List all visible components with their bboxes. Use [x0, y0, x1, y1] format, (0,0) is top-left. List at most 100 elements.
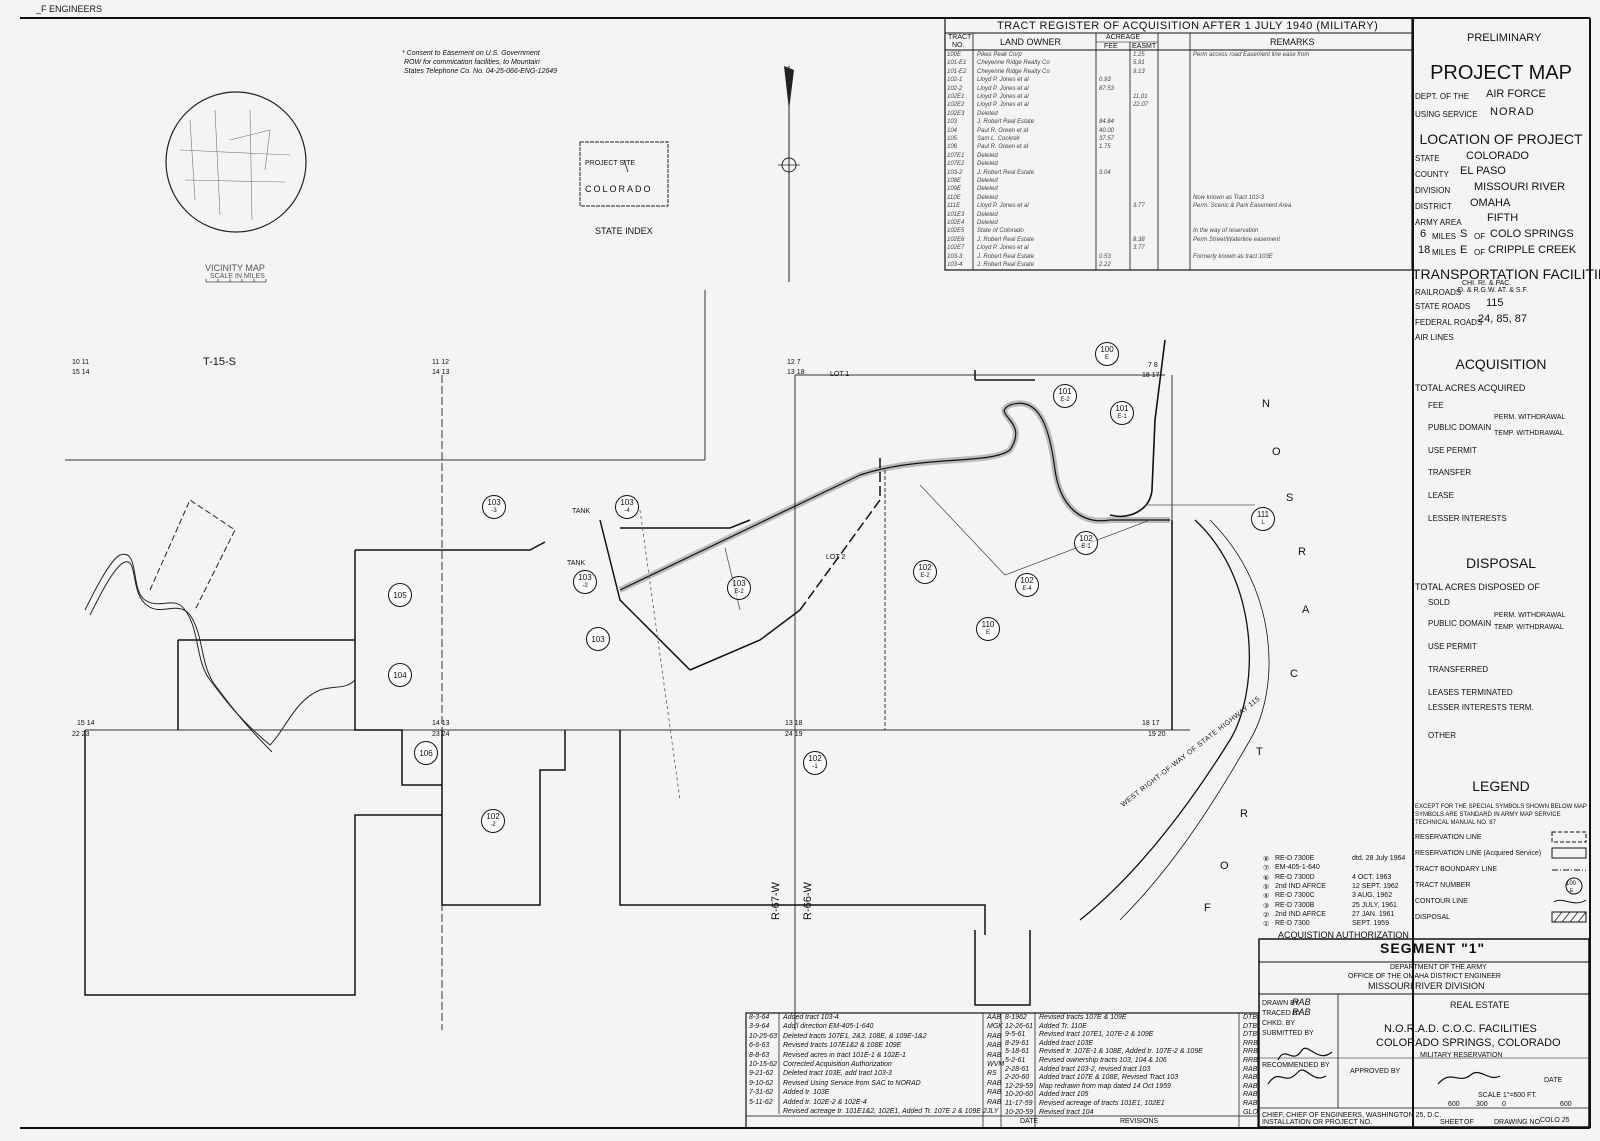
dist2-miles: 18: [1418, 244, 1431, 256]
revision-date: 8-1962: [1005, 1014, 1027, 1021]
revision-date: 9-21-62: [749, 1070, 774, 1078]
tract-subnumber: E-2: [920, 573, 930, 579]
tract-marker: 102-2: [481, 809, 505, 833]
register-tract-no: 102E5: [947, 228, 965, 235]
use-permit-label: USE PERMIT: [1428, 446, 1477, 455]
transport-title: TRANSPORTATION FACILITIES: [1412, 266, 1600, 282]
tract-number: 106: [419, 748, 433, 758]
drawn-value: RAB: [1292, 997, 1311, 1007]
reservation-boundary: [84, 370, 1173, 1006]
range-west-label: R-67-W: [770, 882, 782, 920]
revision-text: Added Tr. 110E: [1039, 1022, 1087, 1030]
register-easmt: 3.77: [1133, 245, 1145, 252]
revision-by: RAB: [987, 1089, 1002, 1097]
section-number: 19 20: [1148, 731, 1166, 738]
register-tract-no: 103-2: [947, 169, 963, 176]
register-tract-no: 105: [947, 136, 958, 142]
tract-subnumber: L: [1261, 520, 1265, 526]
revision-by: MGK: [987, 1023, 1003, 1031]
revision-date: 2-20-60: [1005, 1074, 1030, 1082]
drawing-no-value: COLO 25: [1540, 1117, 1570, 1124]
fort-carson-letter: T: [1256, 746, 1263, 758]
tank-label-2: TANK: [567, 560, 586, 567]
public-domain-label: PUBLIC DOMAIN: [1428, 423, 1492, 432]
register-easmt: 3.77: [1133, 203, 1145, 210]
section-number: 18 17: [1142, 720, 1160, 727]
legend-tract-number: 100: [1566, 881, 1577, 887]
fort-carson-letter: N: [1262, 398, 1270, 410]
revision-date: 8-8-63: [749, 1051, 770, 1059]
register-tract-no: 111E: [947, 203, 961, 210]
leases-terminated-label: LEASES TERMINATED: [1428, 688, 1513, 697]
disposal-title: DISPOSAL: [1465, 555, 1537, 571]
tract-number: 102: [1079, 534, 1093, 543]
revision-by: RRB: [1243, 1057, 1258, 1064]
auth-date: 3 AUG. 1962: [1352, 892, 1393, 900]
transferred-label: TRANSFERRED: [1428, 665, 1489, 674]
tract-number: 101: [1058, 387, 1072, 396]
register-owner: Deleted: [977, 194, 998, 201]
dept-army: DEPARTMENT OF THE ARMY: [1390, 964, 1487, 971]
state-label: STATE: [1415, 154, 1440, 163]
tract-subnumber: E-1: [1117, 414, 1127, 420]
register-fee: 40.00: [1099, 127, 1115, 134]
legend-item-4: TRACT NUMBER: [1415, 882, 1471, 889]
revision-text: Deleted tract 103E, add tract 103-3: [783, 1070, 892, 1078]
register-tract-no: 100E: [947, 52, 962, 58]
army-label: ARMY AREA: [1415, 218, 1462, 227]
revision-text: Added tr. 102E-2 & 102E-4: [783, 1098, 867, 1106]
revision-by: RAB: [1243, 1065, 1258, 1073]
register-fee: 87.53: [1099, 85, 1115, 92]
segment-label: SEGMENT "1": [1380, 940, 1486, 956]
scale-label: SCALE 1"=600 FT.: [1478, 1092, 1537, 1099]
legend-title: LEGEND: [1472, 778, 1530, 794]
survey-lines: [639, 484, 1255, 801]
total-disposed-label: TOTAL ACRES DISPOSED OF: [1415, 582, 1540, 592]
project-name-2: COLORADO SPRINGS, COLORADO: [1376, 1037, 1561, 1049]
tract-number: 102: [1020, 576, 1034, 585]
lesser-interests-label: LESSER INTERESTS: [1428, 514, 1507, 523]
auth-mark: ⑥: [1263, 874, 1270, 882]
revision-text: Added tract 103E: [1039, 1039, 1094, 1047]
revision-text: Revised acres in tract 101E-1 & 102E-1: [783, 1051, 906, 1059]
register-remarks: Perm. Scenic & Park Easement Area: [1193, 203, 1292, 210]
project-map-title: PROJECT MAP: [1430, 62, 1572, 84]
register-owner: Paul R. Green et al: [977, 127, 1029, 134]
tract-subnumber: -3: [491, 508, 497, 514]
d-use-permit-label: USE PERMIT: [1428, 642, 1477, 651]
register-tract-no: 102E6: [947, 236, 965, 243]
dist1-of: OF: [1474, 232, 1486, 241]
register-title: TRACT REGISTER OF ACQUISITION AFTER 1 JU…: [997, 20, 1379, 32]
division-value: MISSOURI RIVER: [1474, 181, 1566, 193]
tract-number: 103: [732, 579, 746, 588]
revision-date: 9-5-61: [1005, 1031, 1026, 1039]
corner-label: _F ENGINEERS: [36, 4, 103, 14]
register-easmt: 5.91: [1133, 60, 1145, 67]
tract-number: 102: [808, 754, 822, 763]
drawn-label: DRAWN BY: [1262, 1000, 1300, 1007]
register-fee: 1.75: [1099, 144, 1111, 151]
real-estate-label: REAL ESTATE: [1450, 1000, 1510, 1010]
register-remarks: Now known as Tract 103-3: [1193, 194, 1264, 201]
revision-by: GLO: [1243, 1108, 1258, 1116]
revision-by: RRB: [1243, 1048, 1258, 1056]
revision-text: Revised acreage of tracts 101E1, 102E1: [1039, 1100, 1165, 1107]
consent-note-2: ROW for commication facilities, to Mount…: [404, 59, 540, 66]
auth-title: ACQUISTION AUTHORIZATION: [1278, 930, 1409, 940]
revision-text: Revised tract 107E1, 107E-2 & 109E: [1039, 1031, 1154, 1039]
auth-date: 4 OCT. 1963: [1352, 873, 1392, 881]
revision-text: Corrected Acquisition Authorization: [783, 1061, 892, 1068]
revision-text: Revised tracts 107E1&2 & 108E 109E: [783, 1042, 902, 1050]
revision-by: AAB: [987, 1014, 1002, 1021]
register-owner: Lloyd P. Jones et al: [977, 245, 1029, 252]
